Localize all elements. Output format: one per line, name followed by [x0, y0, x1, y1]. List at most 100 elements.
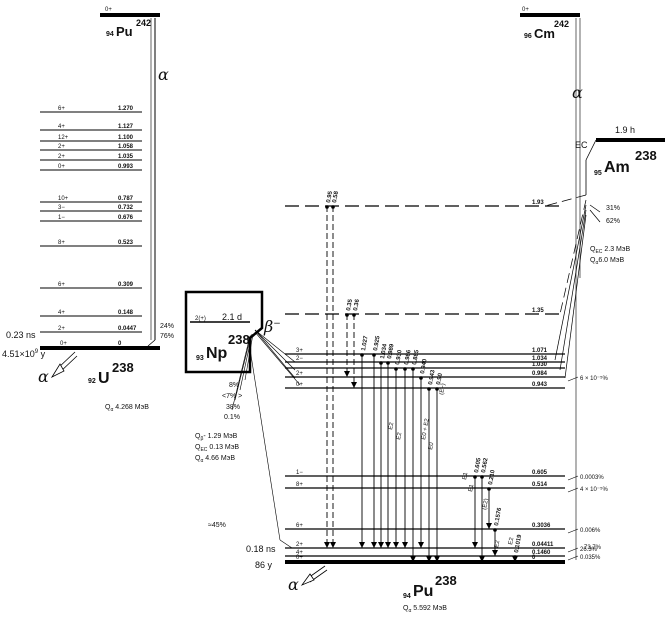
pu238-feed-intensity: 4 × 10⁻⁵%	[580, 486, 609, 493]
am238-feed-line-4	[589, 204, 601, 213]
pu238-gamma-arrowhead	[492, 550, 498, 556]
pu238-gamma-arrowhead	[402, 542, 408, 548]
u238-level-energy: 1.270	[118, 106, 134, 112]
pu238-gamma-arrowhead	[351, 382, 357, 388]
am238-halflife: 1.9 h	[615, 125, 635, 135]
u238-level-energy: 0.148	[118, 310, 134, 316]
u238-level-spin: 2+	[58, 144, 65, 150]
u238-level-energy: 1.035	[118, 154, 134, 160]
u238-level-energy: 1.127	[118, 124, 134, 130]
u238-level-energy: 0.732	[118, 205, 134, 211]
np238-branch-line-1	[254, 329, 296, 363]
pu238-gamma-energy: 0.1019	[514, 534, 523, 554]
pu238-feed-arrow	[567, 528, 579, 534]
np238-symbol: Np	[206, 345, 228, 362]
pu238-level-energy: 0.514	[532, 482, 548, 488]
pu238-gamma-origin	[473, 475, 477, 479]
u238-symbol: U	[98, 370, 110, 387]
pu238-level-spin: 8+	[296, 482, 303, 488]
np238-branch-line-8	[231, 335, 251, 411]
u238-alpha-label: α	[38, 367, 49, 386]
pu238-gamma-arrowhead	[359, 542, 365, 548]
pu238-multipolarity: (E−)	[439, 383, 447, 395]
pu238-gamma-energy: 0.562	[481, 457, 490, 473]
pu238-multipolarity: (E2)	[482, 498, 490, 510]
pu238-feed-intensity: 26.3%	[580, 547, 598, 553]
pu238-gamma-energy: 0.925	[373, 335, 382, 351]
np238-beta: β−	[263, 317, 281, 336]
am238-ec-line	[585, 139, 597, 161]
pu238-gamma-energy: 0.58	[332, 190, 340, 203]
pu238-feed-intensity: 0.035%	[580, 555, 601, 561]
u238-level-spin: 4+	[58, 310, 65, 316]
pu238-feed-intensity: 0.0003%	[580, 475, 604, 481]
pu238-gamma-arrowhead	[371, 542, 377, 548]
pu238-gamma-energy: 1.034	[380, 343, 389, 359]
cm242-spin: 0+	[522, 7, 529, 13]
pu238-level-energy: 0.605	[532, 470, 548, 476]
am238-feed-line-3	[564, 214, 587, 379]
np238-branch-line-2	[254, 329, 296, 371]
pu238-feed-intensity-ground: 73.7%	[584, 545, 602, 551]
pu238-feed-intensity: 6 × 10⁻⁵%	[580, 375, 609, 382]
am238-ec-label: EC	[575, 140, 588, 150]
am238-feed-line-2	[559, 209, 587, 371]
pu238-gamma-energy: 0.605	[474, 457, 483, 473]
pu238-gamma-arrowhead	[330, 542, 336, 548]
pu238-z: 94	[403, 593, 411, 600]
u238-scheme: 6+1.2704+1.12712+1.1002+1.0582+1.0350+0.…	[2, 106, 174, 413]
u238-level-spin: 2+	[58, 154, 65, 160]
pu238-gamma-energy: 1.027	[361, 335, 370, 351]
np238-branch-line-5	[244, 333, 254, 381]
am238-q-ec: QEC 2.3 МэВ	[590, 246, 631, 255]
pu238-gamma-energy: 0.930	[395, 349, 404, 365]
pu242-alpha-label: α	[158, 65, 169, 84]
pu238-gamma-energy: 0.943	[428, 369, 437, 385]
pu238-gamma-origin	[352, 313, 356, 317]
cm242-symbol: Cm	[534, 26, 555, 41]
u238-level-spin: 12+	[58, 135, 69, 141]
np238-q-beta: Qβ- 1.29 МэВ	[195, 433, 238, 442]
pu238-gamma-origin	[360, 353, 364, 357]
u238-ground-spin: 0+	[60, 341, 67, 347]
pu238-level-energy: 1.030	[532, 362, 548, 368]
u238-q: Qα 4.268 МэВ	[105, 404, 149, 413]
pu238-gamma-energy: 0.940	[420, 358, 429, 374]
np238-branch-01: 0.1%	[224, 414, 240, 421]
am238-a: 238	[635, 148, 657, 163]
u238-level-energy: 0.787	[118, 196, 134, 202]
pu238-level-spin: 0+	[296, 382, 303, 388]
pu238-multipolarity: E2	[388, 421, 395, 430]
np238-spin: 2(+)	[195, 316, 206, 322]
np238-halflife: 2.1 d	[222, 312, 242, 322]
pu238-level-energy: 0.04411	[532, 542, 554, 548]
am238-z: 95	[594, 170, 602, 177]
pu238-level-energy: 0.1460	[532, 550, 551, 556]
pu238-multipolarity: E2	[508, 536, 515, 545]
pu238-gamma-energy: 0.95	[326, 190, 334, 203]
u238-level-spin: 4+	[58, 124, 65, 130]
pu238-gamma-origin	[435, 387, 439, 391]
pu238-level-energy: 1.071	[532, 348, 548, 354]
am238-feed-lines	[544, 194, 601, 379]
u238-halflife-y: 4.51×109 y	[2, 349, 46, 359]
am238-branch-31: 31%	[606, 205, 620, 212]
u238-branch-76: 76%	[160, 333, 174, 340]
pu238-gamma-arrowhead	[324, 542, 330, 548]
np238-branch-lines	[231, 329, 301, 549]
u238-level-spin: 6+	[58, 106, 65, 112]
np238-branch-line-9	[247, 335, 281, 541]
am238-feed-line-5	[589, 209, 601, 223]
np238-parent: 2(+) 2.1 d 93 Np 238 β− 8% <7% > 38% 0.1…	[184, 290, 301, 549]
pu238-gamma-arrowhead	[410, 556, 416, 562]
pu238-level-energy: 0.943	[532, 382, 548, 388]
pu238-gamma-arrowhead	[479, 556, 485, 562]
pu238-gamma-origin	[379, 361, 383, 365]
np238-branch-8: 8%	[229, 382, 239, 389]
pu238-alpha-arrow	[300, 565, 328, 586]
pu238-level-spin: 3+	[296, 348, 303, 354]
pu238-level-energy: 1.034	[532, 356, 548, 362]
u238-level-spin: 3−	[58, 205, 65, 211]
